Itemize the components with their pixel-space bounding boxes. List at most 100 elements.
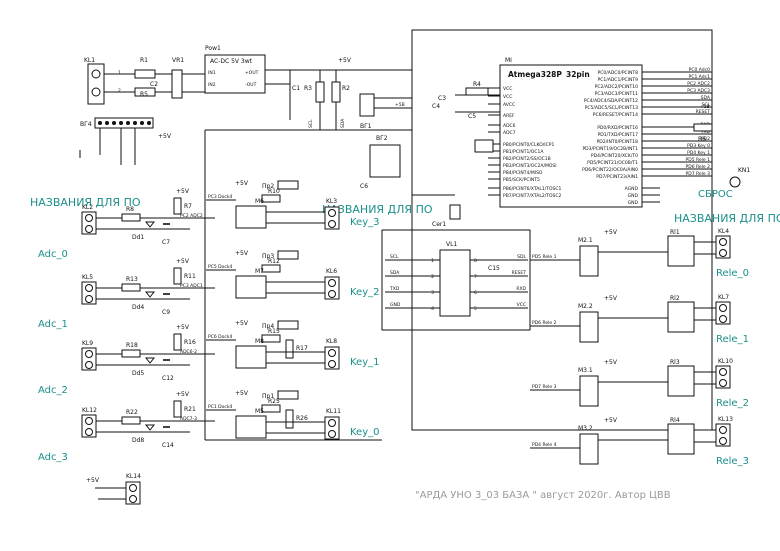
adc-input-resistor bbox=[121, 283, 141, 292]
mcu-left-pin-label: PB5/SCK/PCINT5 bbox=[503, 177, 540, 183]
key-jumper-label: Пр1 bbox=[262, 393, 274, 400]
mcu-net-label: PD3 Key 0 bbox=[687, 143, 710, 149]
key-net-label: PC5 Dock4 bbox=[208, 264, 232, 270]
adc-rpull-label: R21 bbox=[184, 406, 196, 413]
adc-pull-resistor bbox=[173, 400, 182, 418]
adc-diode-label: Dd8 bbox=[132, 437, 144, 444]
heading-keys: НАЗВАНИЯ ДЛЯ ПО bbox=[322, 203, 433, 216]
vr1-varistor bbox=[171, 69, 183, 99]
svg-text:VR1: VR1 bbox=[172, 57, 184, 64]
adc-cap-label: C7 bbox=[162, 239, 170, 246]
rele-name: Rele_0 bbox=[716, 268, 749, 279]
key-r-label: R12 bbox=[268, 258, 280, 265]
mcu-net-label: SCL bbox=[701, 102, 710, 108]
footer-caption: "АРДА УНО 3_03 БАЗА " август 2020г. Авто… bbox=[415, 490, 671, 501]
r3-resistor bbox=[315, 81, 325, 103]
vl1-left-label: SDA bbox=[390, 270, 400, 276]
svg-text:C3: C3 bbox=[438, 95, 446, 102]
adc-rpull-label: R16 bbox=[184, 339, 196, 346]
key-name: Key_3 bbox=[350, 217, 380, 228]
mcu-left-pin-label: ADC6 bbox=[503, 123, 516, 129]
adc-r-label: R22 bbox=[126, 409, 138, 416]
svg-text:+5B: +5B bbox=[700, 104, 710, 110]
key-opto-label: M7 bbox=[255, 268, 264, 275]
svg-text:1: 1 bbox=[118, 70, 121, 76]
mcu-left-pin-label: ADC7 bbox=[503, 130, 516, 136]
key-kl-label: KL3 bbox=[326, 198, 337, 205]
rele-relay bbox=[667, 365, 695, 397]
key-opto-label: M8 bbox=[255, 338, 264, 345]
svg-text:VL1: VL1 bbox=[446, 241, 457, 248]
svg-text:R6: R6 bbox=[698, 136, 706, 143]
svg-text:R5: R5 bbox=[140, 91, 148, 98]
mcu-chip: MI Atmega328P 32pin bbox=[499, 57, 643, 208]
key-optocoupler bbox=[235, 345, 267, 369]
mcu-right-pin-label: PC2/ADC2/PCINT10 bbox=[595, 84, 638, 90]
adc-input-resistor bbox=[121, 416, 141, 425]
mcu-net-label: PD5 Rele 1 bbox=[686, 157, 711, 163]
rele-driver bbox=[579, 245, 599, 277]
key-resistor2 bbox=[285, 339, 294, 359]
adc-plus5: +5V bbox=[176, 391, 190, 398]
bg1-connector bbox=[359, 93, 375, 117]
rele-plus5: +5V bbox=[604, 295, 618, 302]
rele-kl-label: KL4 bbox=[718, 228, 729, 235]
rele-driver bbox=[579, 311, 599, 343]
rele-relay-label: Rl1 bbox=[670, 229, 680, 236]
power-title: Pow1 bbox=[205, 45, 221, 52]
adc-net-label: ADC7-3 bbox=[180, 416, 197, 422]
r6-resistor bbox=[693, 123, 713, 132]
svg-text:IN2: IN2 bbox=[208, 82, 216, 88]
adc-net-label: PC2 ADC2 bbox=[180, 213, 203, 219]
svg-text:R4: R4 bbox=[473, 81, 481, 88]
rele-driver bbox=[579, 375, 599, 407]
mcu-net-label: PD2 bbox=[701, 136, 710, 142]
adc-cap-label: C12 bbox=[162, 375, 174, 382]
key-resistor bbox=[261, 334, 281, 343]
rele-plus5: +5V bbox=[604, 359, 618, 366]
svg-text:C5: C5 bbox=[468, 113, 476, 120]
mcu-net-label: SDA bbox=[701, 95, 711, 101]
adc-net-label: PC3 ADC1 bbox=[180, 283, 203, 289]
svg-text:+5V: +5V bbox=[158, 133, 172, 140]
adc-diode-label: Dd1 bbox=[132, 234, 144, 241]
mcu-pins: 32pin bbox=[566, 70, 590, 79]
key-jumper-label: Пр2 bbox=[262, 183, 274, 190]
reset-button bbox=[729, 176, 741, 188]
mcu-body bbox=[499, 64, 643, 208]
mcu-left-pin-label: PB2/PCINT2/SS/OC1B bbox=[503, 156, 551, 162]
mcu-right-pin-label: PD6/PCINT22/OC0A/AIN0 bbox=[582, 167, 638, 173]
svg-text:5: 5 bbox=[474, 306, 477, 312]
key-net-label: PC6 Dock4 bbox=[208, 334, 232, 340]
key-jumper bbox=[277, 180, 299, 190]
key-optocoupler bbox=[235, 415, 267, 439]
adc-kl-label: KL5 bbox=[82, 274, 93, 281]
rele-net-label: PD7 Rele 3 bbox=[532, 384, 557, 390]
mcu-net-label: PD7 Rele 3 bbox=[686, 171, 711, 177]
key-r-label: R25 bbox=[268, 398, 280, 405]
rele-driver-label: M2.1 bbox=[578, 237, 593, 244]
adc-plus5: +5V bbox=[176, 258, 190, 265]
rele-driver-label: M3.1 bbox=[578, 367, 593, 374]
mcu-left-pin-label: PB4/PCINT4/MISO bbox=[503, 170, 543, 176]
key-net-label: PC3 Dock4 bbox=[208, 194, 232, 200]
rele-name: Rele_1 bbox=[716, 334, 749, 345]
power-module-label: AC-DC 5V 3wt bbox=[210, 58, 253, 65]
mcu-right-pin-label: PD2/INT0/PCINT18 bbox=[597, 139, 639, 145]
svg-text:C4: C4 bbox=[432, 103, 440, 110]
mcu-right-pin-label: AGND bbox=[625, 186, 639, 192]
key-plus5: +5V bbox=[235, 390, 249, 397]
rele-relay bbox=[667, 235, 695, 267]
svg-text:R1: R1 bbox=[140, 57, 148, 64]
mcu-left-pin-label: VCC bbox=[503, 86, 512, 92]
rele-relay-label: Rl4 bbox=[670, 417, 680, 424]
key-resistor2 bbox=[285, 409, 294, 429]
mcu-left-pin-label: AVCC bbox=[503, 102, 515, 108]
svg-text:KN1: KN1 bbox=[738, 167, 750, 174]
svg-text:MI: MI bbox=[505, 57, 512, 64]
